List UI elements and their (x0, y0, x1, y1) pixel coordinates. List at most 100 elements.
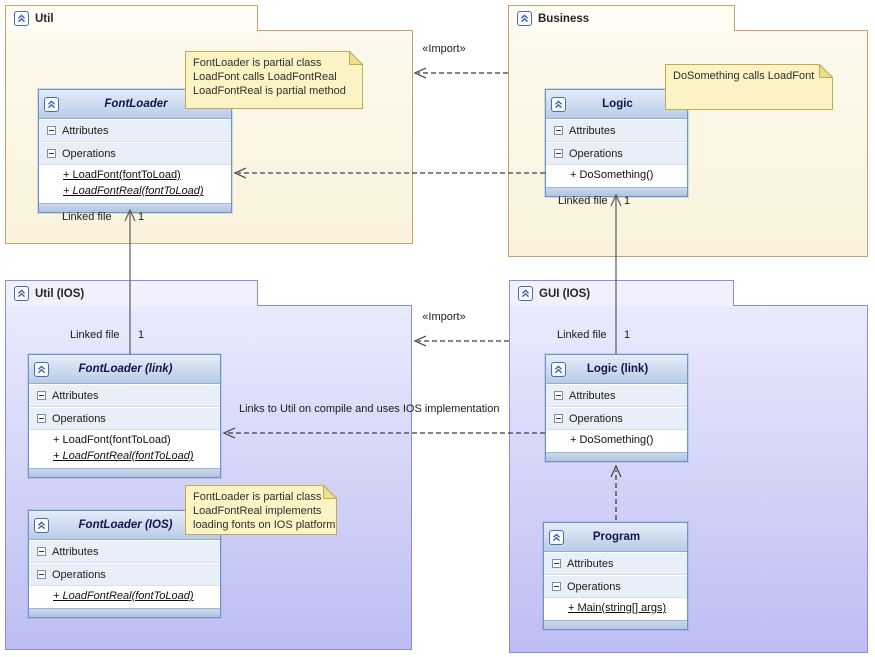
package-title: Util (IOS) (35, 287, 85, 300)
operations-section[interactable]: Operations (546, 407, 687, 430)
chevron-double-up-icon[interactable] (551, 361, 566, 377)
chevron-double-up-icon[interactable] (517, 11, 532, 26)
import-stereotype-bottom: «Import» (422, 311, 466, 323)
association-role-label: Linked file (62, 211, 112, 223)
chevron-double-up-icon[interactable] (518, 286, 533, 301)
minus-icon[interactable] (554, 391, 563, 400)
folded-corner (349, 51, 363, 65)
section-label: Attributes (52, 545, 99, 558)
class-header[interactable]: FontLoader (link) (29, 355, 220, 384)
chevron-double-up-icon[interactable] (34, 517, 49, 533)
association-role-label: Linked file (557, 329, 607, 341)
minus-icon[interactable] (554, 149, 563, 158)
class-fontloader-link[interactable]: FontLoader (link) Attributes Operations … (28, 354, 221, 478)
chevron-double-up-icon[interactable] (44, 96, 59, 112)
attributes-section[interactable]: Attributes (39, 119, 231, 142)
package-tab-util-ios[interactable]: Util (IOS) (5, 280, 258, 306)
class-fontloader[interactable]: FontLoader Attributes Operations + LoadF… (38, 89, 232, 213)
minus-icon[interactable] (47, 126, 56, 135)
note-shape (185, 485, 337, 535)
class-header[interactable]: Logic (546, 90, 687, 119)
association-role-label: Linked file (70, 329, 120, 341)
minus-icon[interactable] (554, 414, 563, 423)
note-text: FontLoader is partial class LoadFont cal… (193, 57, 346, 97)
operation-item[interactable]: + LoadFont(fontToLoad) (53, 434, 171, 446)
note-shape (665, 64, 833, 110)
package-tab-business[interactable]: Business (508, 5, 735, 31)
attributes-section[interactable]: Attributes (544, 552, 687, 575)
class-footer-strip (546, 452, 687, 461)
section-label: Operations (569, 147, 623, 160)
import-arrow-bottom (413, 335, 509, 347)
minus-icon[interactable] (37, 391, 46, 400)
section-label: Attributes (567, 557, 614, 570)
association-multiplicity: 1 (138, 329, 145, 341)
section-label: Operations (52, 412, 106, 425)
minus-icon[interactable] (37, 414, 46, 423)
member-list: + DoSomething() (546, 165, 687, 187)
member-list: + DoSomething() (546, 430, 687, 452)
section-label: Attributes (52, 389, 99, 402)
attributes-section[interactable]: Attributes (546, 384, 687, 407)
section-label: Attributes (62, 124, 109, 137)
minus-icon[interactable] (552, 559, 561, 568)
package-tab-gui-ios[interactable]: GUI (IOS) (509, 280, 734, 306)
operation-item[interactable]: + Main(string[] args) (568, 602, 667, 614)
class-name: Logic (602, 98, 633, 110)
minus-icon[interactable] (554, 126, 563, 135)
attributes-section[interactable]: Attributes (29, 540, 220, 563)
operations-section[interactable]: Operations (29, 407, 220, 430)
operation-item[interactable]: + LoadFontReal(fontToLoad) (63, 185, 204, 197)
member-list: + LoadFont(fontToLoad) + LoadFontReal(fo… (29, 430, 220, 468)
note-text: DoSomething calls LoadFont (673, 70, 815, 82)
folded-corner (819, 64, 833, 78)
operations-section[interactable]: Operations (39, 142, 231, 165)
attributes-section[interactable]: Attributes (29, 384, 220, 407)
class-name: Logic (link) (586, 363, 649, 375)
minus-icon[interactable] (552, 582, 561, 591)
chevron-double-up-icon[interactable] (549, 529, 564, 545)
operation-item[interactable]: + LoadFont(fontToLoad) (63, 169, 181, 181)
class-logic[interactable]: Logic Attributes Operations + DoSomethin… (545, 89, 688, 197)
note-text: FontLoader is partial class LoadFontReal… (193, 491, 336, 531)
section-label: Attributes (569, 389, 616, 402)
association-role-label: Linked file (558, 195, 608, 207)
note-shape (185, 51, 363, 109)
class-program[interactable]: Program Attributes Operations + Main(str… (543, 522, 688, 630)
minus-icon[interactable] (37, 570, 46, 579)
operations-section[interactable]: Operations (544, 575, 687, 598)
package-tab-util[interactable]: Util (5, 5, 258, 31)
operation-item[interactable]: + LoadFontReal(fontToLoad) (53, 590, 194, 602)
class-logic-link[interactable]: Logic (link) Attributes Operations + DoS… (545, 354, 688, 462)
association-multiplicity: 1 (138, 211, 145, 223)
minus-icon[interactable] (37, 547, 46, 556)
package-title: Util (35, 12, 54, 25)
section-label: Operations (567, 580, 621, 593)
section-label: Operations (62, 147, 116, 160)
note-dosomething[interactable]: DoSomething calls LoadFont (665, 64, 833, 110)
class-header[interactable]: Logic (link) (546, 355, 687, 384)
note-fontloader[interactable]: FontLoader is partial class LoadFont cal… (185, 51, 363, 109)
operation-item[interactable]: + DoSomething() (570, 434, 654, 446)
note-fontloader-ios[interactable]: FontLoader is partial class LoadFontReal… (185, 485, 337, 535)
chevron-double-up-icon[interactable] (14, 11, 29, 26)
chevron-double-up-icon[interactable] (14, 286, 29, 301)
import-stereotype-top: «Import» (422, 43, 466, 55)
operations-section[interactable]: Operations (546, 142, 687, 165)
class-name: FontLoader (link) (78, 363, 173, 375)
import-arrow-top (413, 67, 508, 79)
class-header[interactable]: Program (544, 523, 687, 552)
section-label: Attributes (569, 124, 616, 137)
operations-section[interactable]: Operations (29, 563, 220, 586)
folded-corner (323, 485, 337, 499)
package-title: GUI (IOS) (539, 287, 591, 300)
operation-item[interactable]: + LoadFontReal(fontToLoad) (53, 450, 194, 462)
minus-icon[interactable] (47, 149, 56, 158)
chevron-double-up-icon[interactable] (34, 361, 49, 377)
attributes-section[interactable]: Attributes (546, 119, 687, 142)
chevron-double-up-icon[interactable] (551, 96, 566, 112)
section-label: Operations (569, 412, 623, 425)
operation-item[interactable]: + DoSomething() (570, 169, 654, 181)
class-name: FontLoader (IOS) (78, 519, 173, 531)
